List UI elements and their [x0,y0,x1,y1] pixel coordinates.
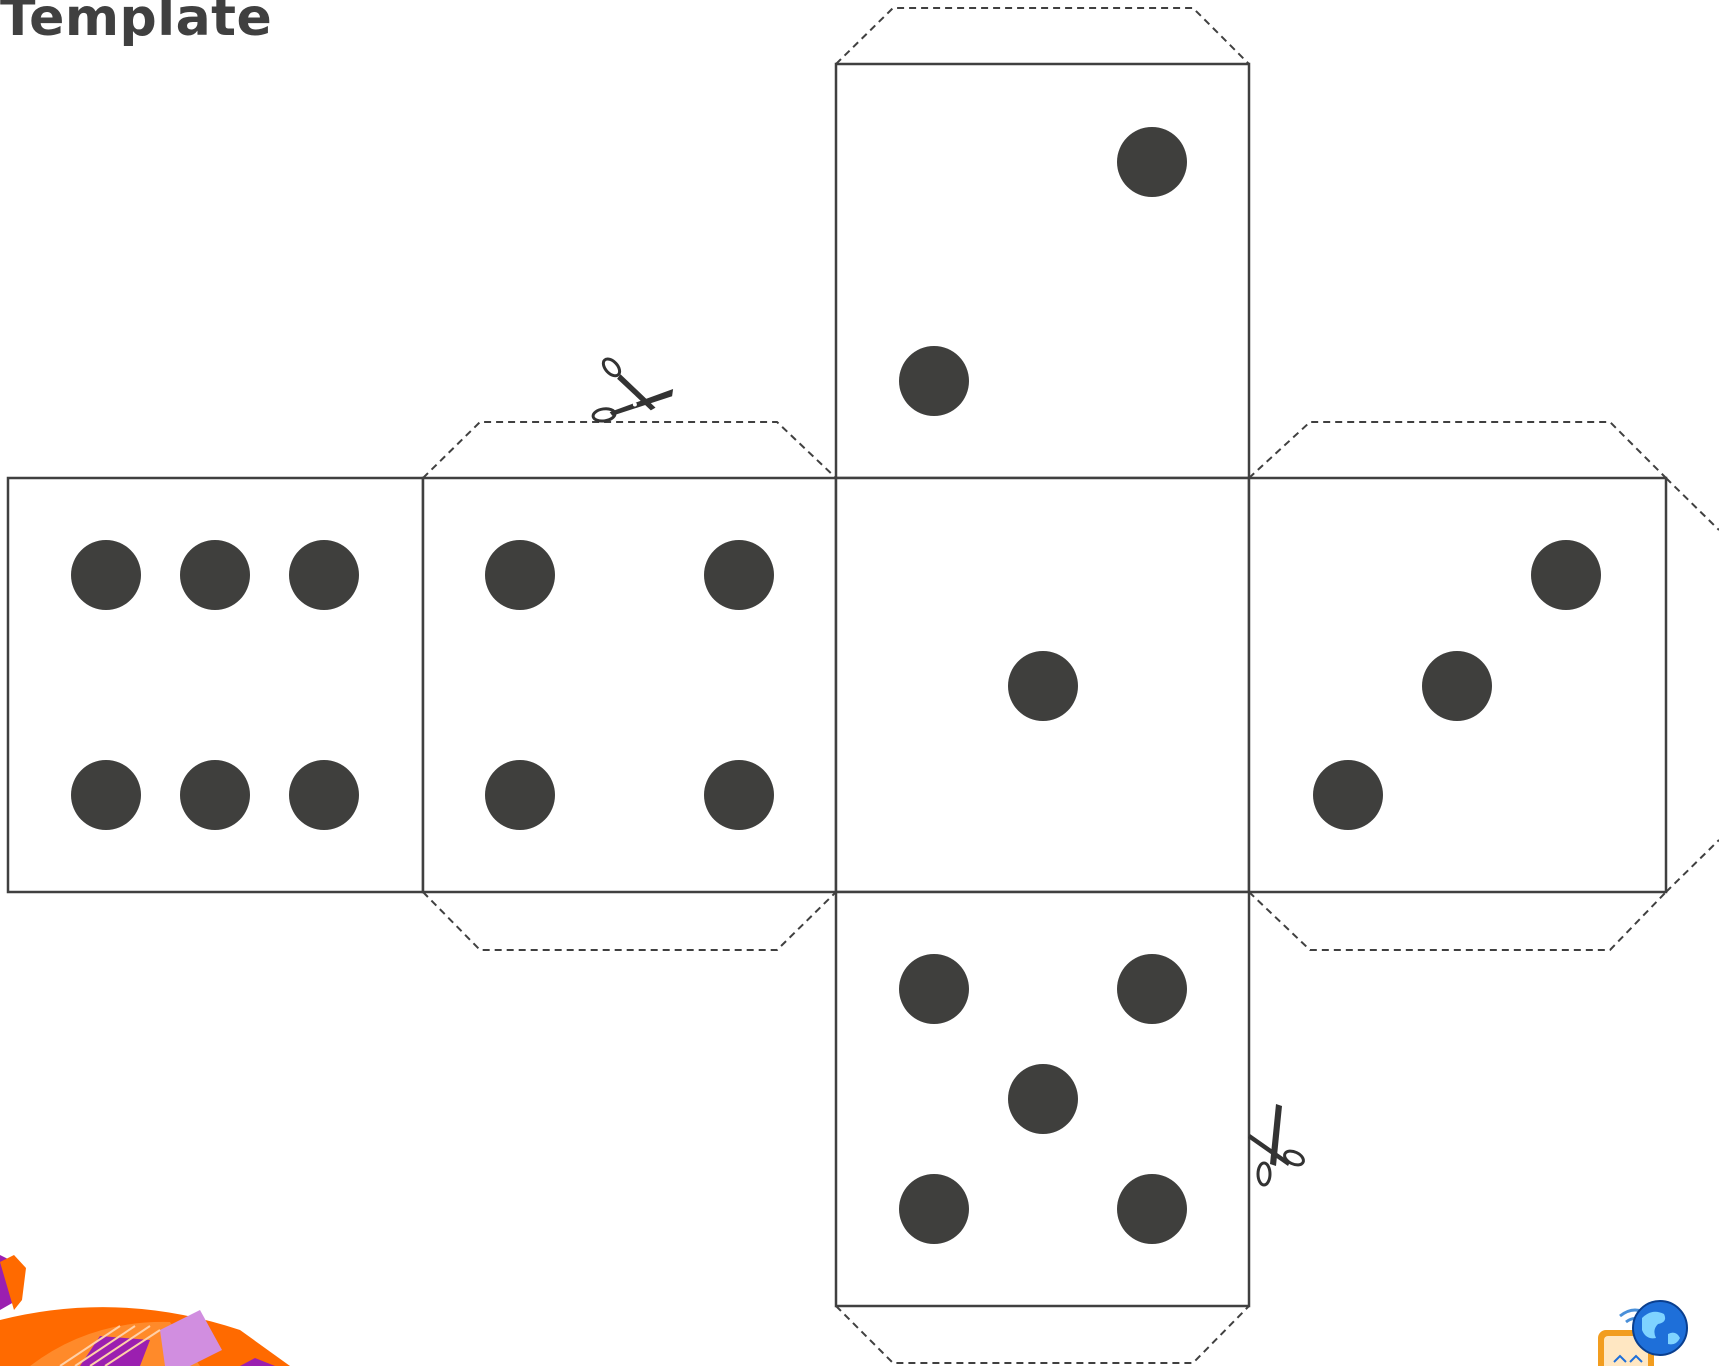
pip [1422,651,1492,721]
face-two [834,62,1251,480]
pip [180,760,250,830]
pip [1313,760,1383,830]
pip [71,760,141,830]
pip [289,760,359,830]
pip [704,540,774,610]
pips [71,127,1601,1244]
pip [704,760,774,830]
pip [899,346,969,416]
page-title: Template [0,0,273,48]
pip [1117,954,1187,1024]
glue-tab-bottom-face-bottom [835,1305,1250,1364]
glue-tab-face-four-bottom [422,891,837,951]
pip [71,540,141,610]
glue-tab-face-three-right-lower [1665,839,1719,893]
pip [899,954,969,1024]
face-four [421,476,838,894]
pip [1008,1064,1078,1134]
glue-tab-top-face-top [835,7,1250,65]
corner-decoration [0,1255,290,1366]
tablet-globe-logo [1598,1300,1688,1366]
pip [485,760,555,830]
scissors-icon [591,357,674,423]
pip [180,540,250,610]
glue-tab-face-three-top [1248,421,1667,479]
pip [1008,651,1078,721]
pip [1531,540,1601,610]
cube-faces [6,62,1668,1308]
pip [1117,1174,1187,1244]
glue-tab-face-four-top [422,421,837,479]
pip [1117,127,1187,197]
pip [485,540,555,610]
pip [289,540,359,610]
scissors-icon [1248,1104,1305,1187]
glue-tab-face-three-bottom [1248,891,1667,951]
glue-tabs [422,7,1719,1364]
glue-tab-face-three-right [1665,477,1719,531]
pip [899,1174,969,1244]
